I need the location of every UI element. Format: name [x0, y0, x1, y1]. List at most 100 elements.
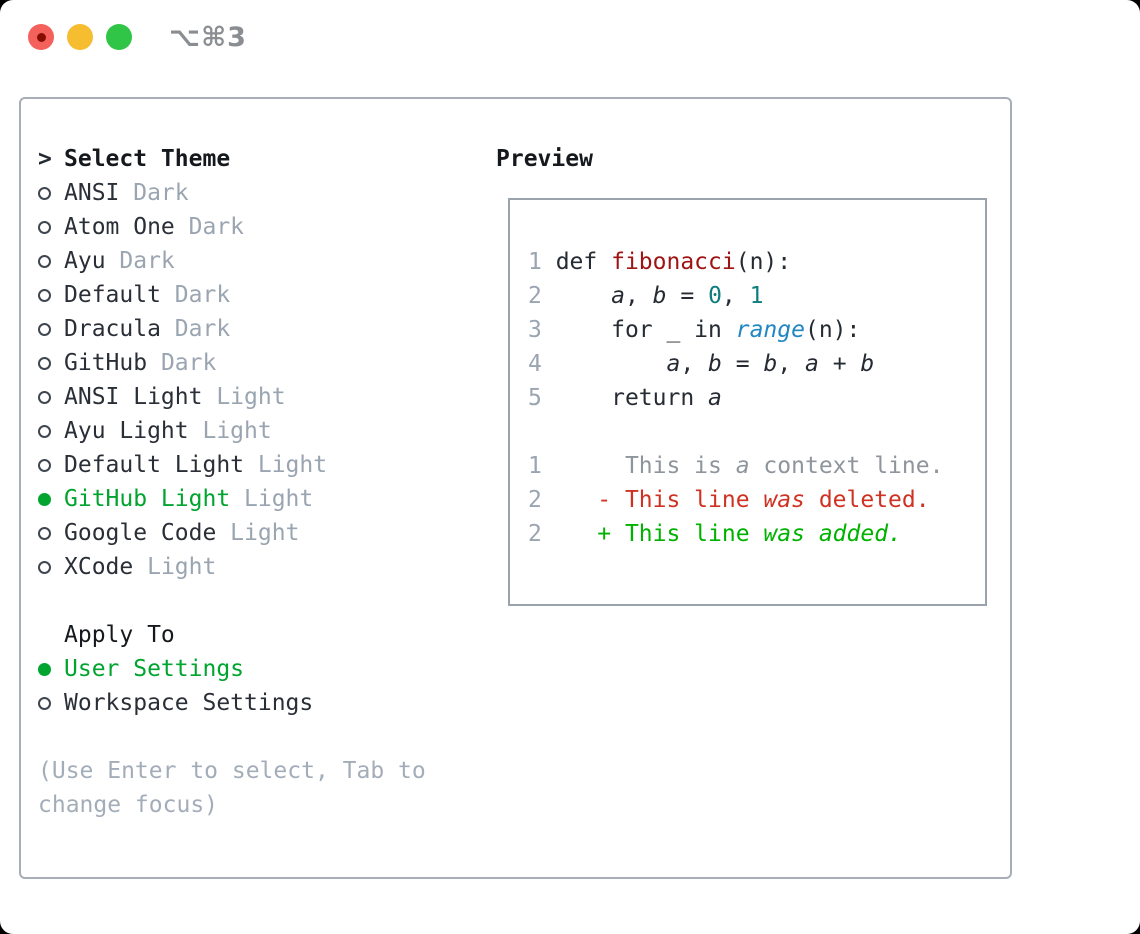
radio-icon — [38, 526, 64, 540]
radio-icon — [38, 186, 64, 200]
apply-option-label: Workspace Settings — [64, 690, 314, 716]
code-segment: This is — [555, 453, 736, 479]
radio-selected-icon — [38, 492, 64, 506]
apply-option[interactable]: Workspace Settings — [38, 686, 498, 720]
minimize-button[interactable] — [67, 24, 93, 50]
theme-item[interactable]: Google Code Light — [38, 516, 498, 550]
code-segment: fibonacci — [611, 249, 736, 275]
code-segment: , — [680, 351, 709, 377]
prompt-icon: > — [38, 146, 52, 172]
code-line: 1 This is a context line. — [528, 449, 985, 483]
theme-name: Ayu — [64, 248, 106, 274]
hint-text: (Use Enter to select, Tab to change focu… — [38, 758, 426, 818]
line-number: 3 — [528, 317, 556, 343]
code-segment: , — [721, 283, 750, 309]
code-line: 2 a, b = 0, 1 — [528, 279, 985, 313]
theme-item[interactable]: GitHub Dark — [38, 346, 498, 380]
apply-to-header: Apply To — [38, 618, 498, 652]
theme-item[interactable]: Default Dark — [38, 278, 498, 312]
code-segment: range — [735, 317, 805, 343]
theme-variant: Light — [244, 452, 328, 478]
close-dot-icon — [36, 32, 46, 42]
theme-variant: Light — [230, 486, 314, 512]
code-segment: , — [777, 351, 806, 377]
code-line: 5 return a — [528, 381, 985, 415]
theme-variant: Light — [133, 554, 217, 580]
code-line — [528, 415, 985, 449]
apply-option-label: User Settings — [64, 656, 245, 682]
theme-variant: Dark — [147, 350, 217, 376]
code-segment: 0 — [708, 283, 722, 309]
code-segment — [556, 351, 667, 377]
code-segment: b — [708, 351, 722, 377]
line-number — [528, 419, 556, 445]
theme-variant: Dark — [160, 282, 231, 308]
line-number: 5 — [528, 385, 556, 411]
theme-item[interactable]: ANSI Light Light — [38, 380, 498, 414]
titlebar: ⌥⌘3 — [28, 21, 247, 53]
code-line: 2 + This line was added. — [528, 517, 985, 551]
code-segment: (n): — [804, 317, 861, 343]
code-line: 3 for _ in range(n): — [528, 313, 985, 347]
code-segment: was — [763, 487, 805, 513]
radio-icon — [38, 322, 64, 336]
code-segment — [805, 521, 819, 547]
theme-name: Atom One — [64, 214, 175, 240]
code-segment: (n): — [735, 249, 792, 275]
code-segment: a — [611, 283, 625, 309]
code-segment: , — [624, 283, 653, 309]
code-segment: for _ in — [555, 317, 736, 343]
select-theme-header: > Select Theme — [38, 142, 498, 176]
theme-item[interactable]: Atom One Dark — [38, 210, 498, 244]
code-segment: b — [860, 351, 875, 377]
radio-icon — [38, 288, 64, 302]
code-segment: + This line — [555, 521, 764, 547]
theme-variant: Dark — [105, 248, 175, 274]
theme-variant: Light — [188, 418, 272, 444]
theme-name: ANSI Light — [64, 384, 203, 410]
close-button[interactable] — [28, 24, 54, 50]
theme-item[interactable]: Ayu Light Light — [38, 414, 498, 448]
theme-name: Default Light — [64, 452, 245, 478]
prompt-marker: > — [38, 142, 64, 176]
theme-item[interactable]: GitHub Light Light — [38, 482, 498, 516]
radio-icon — [38, 356, 64, 370]
radio-selected-icon — [38, 662, 64, 676]
zoom-button[interactable] — [106, 24, 132, 50]
theme-name: GitHub — [64, 350, 148, 376]
radio-icon — [38, 696, 64, 710]
window-title: ⌥⌘3 — [169, 21, 247, 53]
code-segment: was — [763, 521, 805, 547]
code-segment: 1 — [749, 283, 764, 309]
code-line: 1 def fibonacci(n): — [528, 245, 985, 279]
theme-item[interactable]: XCode Light — [38, 550, 498, 584]
theme-name: Dracula — [64, 316, 161, 342]
theme-item[interactable]: Default Light Light — [38, 448, 498, 482]
theme-name: ANSI — [64, 180, 120, 206]
line-number: 2 — [528, 521, 556, 547]
code-segment: - This line — [555, 487, 764, 513]
radio-icon — [38, 390, 64, 404]
code-segment: b — [652, 283, 667, 309]
theme-variant: Dark — [119, 180, 189, 206]
theme-item[interactable]: Dracula Dark — [38, 312, 498, 346]
line-number: 1 — [528, 453, 556, 479]
preview-title: Preview — [496, 146, 593, 172]
code-segment: + — [818, 351, 861, 377]
code-segment — [556, 283, 611, 309]
radio-icon — [38, 220, 64, 234]
theme-name: Ayu Light — [64, 418, 189, 444]
theme-item[interactable]: Ayu Dark — [38, 244, 498, 278]
line-number: 2 — [528, 487, 556, 513]
radio-icon — [38, 458, 64, 472]
apply-option[interactable]: User Settings — [38, 652, 498, 686]
theme-item[interactable]: ANSI Dark — [38, 176, 498, 210]
code-segment: return — [555, 385, 709, 411]
code-segment: added. — [818, 521, 902, 547]
